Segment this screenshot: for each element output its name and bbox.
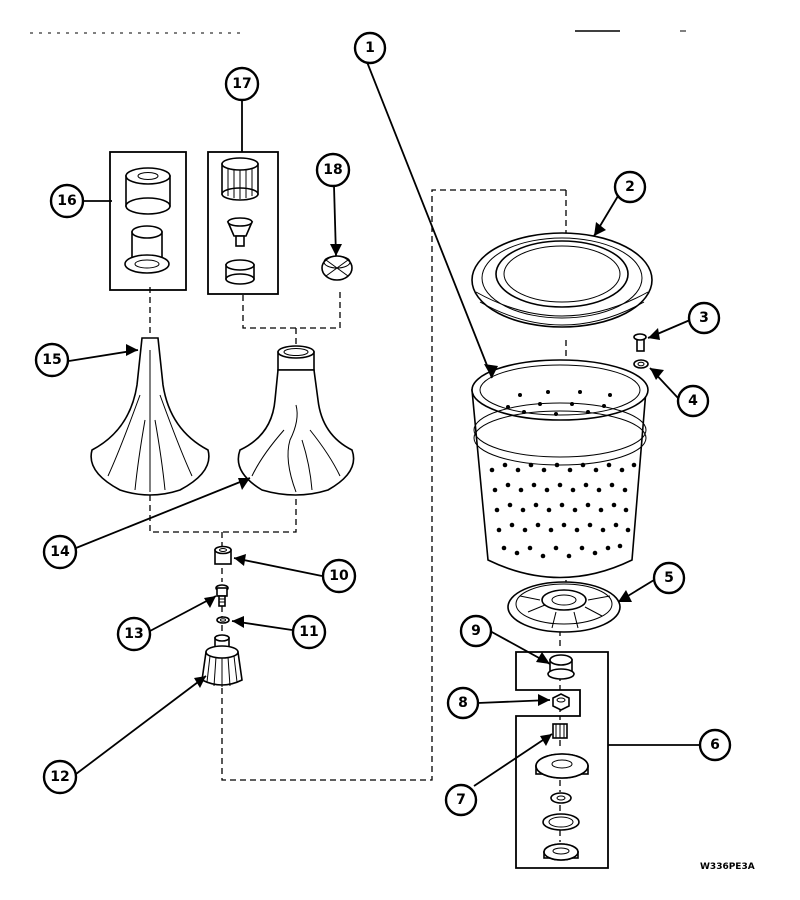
drive-hub bbox=[507, 581, 621, 633]
kit-box-17 bbox=[207, 151, 279, 295]
spline-coupler bbox=[552, 723, 568, 739]
callout-4: 4 bbox=[676, 384, 710, 418]
drive-coupler bbox=[201, 634, 243, 687]
basket-perforations bbox=[489, 390, 637, 559]
fabric-softener-cap bbox=[321, 255, 353, 281]
bearing bbox=[550, 792, 572, 804]
callout-11: 11 bbox=[291, 614, 327, 650]
callout-3: 3 bbox=[687, 301, 721, 335]
basket-screw bbox=[633, 333, 647, 352]
agitator-left bbox=[90, 337, 210, 496]
drive-gear bbox=[535, 753, 589, 779]
hex-nut bbox=[552, 693, 570, 711]
callout-13: 13 bbox=[116, 616, 152, 652]
wash-basket bbox=[471, 359, 649, 579]
callout-17-label: 17 bbox=[232, 76, 251, 92]
callout-18-label: 18 bbox=[323, 162, 342, 178]
callout-5: 5 bbox=[652, 561, 686, 595]
agitator-barrel bbox=[221, 157, 259, 201]
callout-6: 6 bbox=[698, 728, 732, 762]
agitator-cap bbox=[125, 167, 171, 215]
callout-10: 10 bbox=[321, 558, 357, 594]
callout-14-label: 14 bbox=[50, 544, 70, 560]
agitator-right bbox=[237, 345, 355, 496]
callout-1: 1 bbox=[353, 31, 387, 65]
callout-1-label: 1 bbox=[365, 40, 375, 56]
callout-18: 18 bbox=[315, 152, 351, 188]
callout-3-label: 3 bbox=[699, 310, 709, 326]
callout-16: 16 bbox=[49, 183, 85, 219]
callout-9: 9 bbox=[459, 614, 493, 648]
callout-11-label: 11 bbox=[299, 624, 318, 640]
drive-bell bbox=[547, 654, 575, 680]
callout-13-label: 13 bbox=[124, 626, 143, 642]
agitator-dog-ring bbox=[225, 259, 255, 285]
agitator-bolt bbox=[215, 584, 229, 607]
drawing-code: W336PE3A bbox=[700, 862, 755, 872]
callout-9-label: 9 bbox=[471, 623, 481, 639]
callout-4-label: 4 bbox=[688, 393, 698, 409]
callout-12-label: 12 bbox=[50, 769, 69, 785]
callout-10-label: 10 bbox=[329, 568, 349, 584]
kit-box-16 bbox=[109, 151, 187, 291]
small-washer bbox=[216, 616, 230, 624]
callout-14: 14 bbox=[42, 534, 78, 570]
kit-box-6 bbox=[515, 651, 700, 869]
agitator-cam bbox=[226, 217, 254, 247]
callout-7: 7 bbox=[444, 783, 478, 817]
agitator-nut bbox=[214, 545, 232, 565]
callout-12: 12 bbox=[42, 759, 78, 795]
callout-8-label: 8 bbox=[458, 695, 468, 711]
header-artifact bbox=[30, 30, 686, 34]
callout-6-label: 6 bbox=[710, 737, 720, 753]
basket-washer bbox=[633, 359, 649, 369]
callout-15-label: 15 bbox=[42, 352, 61, 368]
callout-7-label: 7 bbox=[456, 792, 466, 808]
callout-16-label: 16 bbox=[57, 193, 76, 209]
callout-8: 8 bbox=[446, 686, 480, 720]
callout-17: 17 bbox=[224, 66, 260, 102]
balance-ring bbox=[471, 232, 653, 328]
callout-5-label: 5 bbox=[664, 570, 674, 586]
cap-adapter bbox=[124, 225, 170, 274]
lower-seal bbox=[543, 843, 579, 861]
callout-2-label: 2 bbox=[625, 179, 635, 195]
callout-2: 2 bbox=[613, 170, 647, 204]
arrowheads bbox=[126, 222, 664, 746]
seal-ring bbox=[542, 813, 580, 831]
callout-15: 15 bbox=[34, 342, 70, 378]
